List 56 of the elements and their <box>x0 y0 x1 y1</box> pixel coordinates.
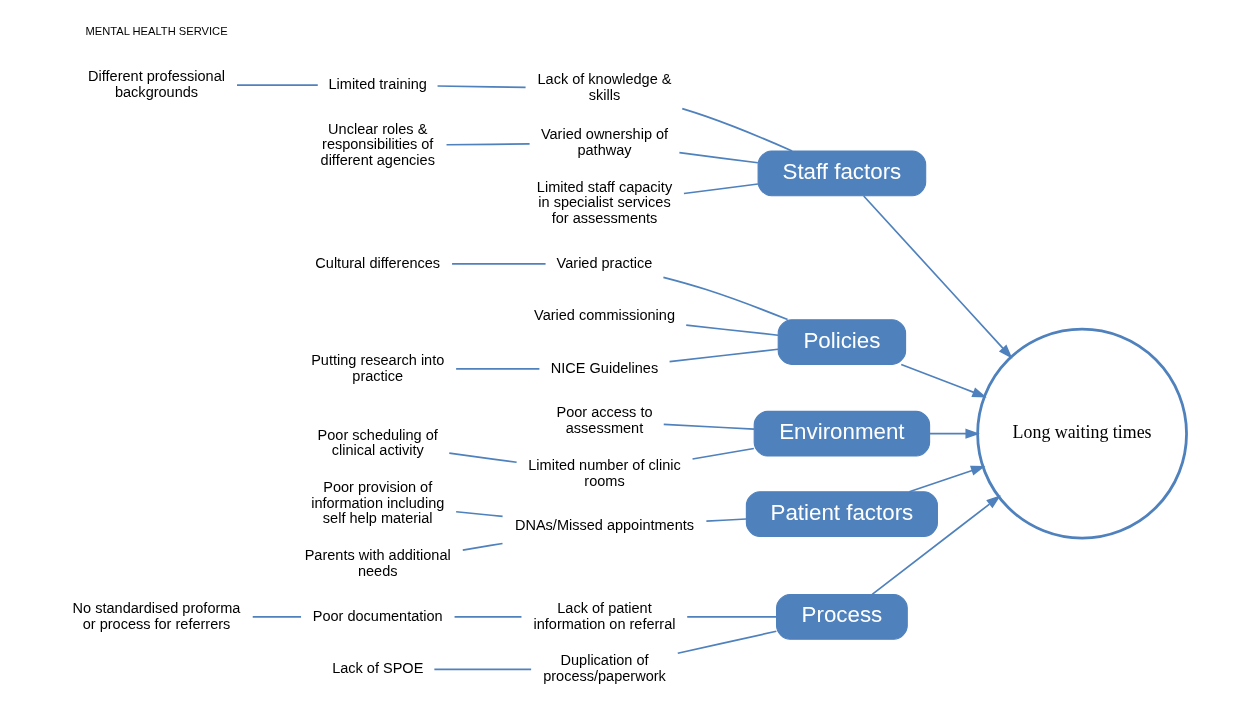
node-box: Process <box>776 593 908 640</box>
node-text: No standardised proforma or process for referrers <box>72 599 241 632</box>
node-box: Staff factors <box>757 150 927 197</box>
connector <box>455 368 541 370</box>
node-text: Lack of patient information on referral <box>533 599 676 632</box>
node-text: Putting research into practice <box>311 351 445 384</box>
connector <box>251 616 302 618</box>
connector <box>433 668 532 671</box>
node-text: DNAs/Missed appointments <box>514 517 695 534</box>
node-text: Varied ownership of pathway <box>540 126 669 158</box>
node-text: Limited staff capacity in specialist services for assessments <box>536 178 673 226</box>
node-text: NICE Guidelines <box>550 359 659 376</box>
node-text: Poor documentation <box>312 607 443 624</box>
node-text: Cultural differences <box>315 254 441 271</box>
node-text: Varied commissioning <box>534 307 675 324</box>
node-text: Lack of SPOE <box>332 660 424 677</box>
arrow <box>900 363 987 398</box>
connector <box>445 143 531 146</box>
node-text: Poor access to assessment <box>556 404 653 436</box>
connector <box>453 616 523 618</box>
node-text: Parents with additional needs <box>304 547 451 579</box>
node-text: Poor scheduling of clinical activity <box>317 426 438 459</box>
connector <box>686 616 778 618</box>
node-box: Policies <box>777 319 907 365</box>
node-text: Lack of knowledge & skills <box>537 71 672 104</box>
node-box: Environment <box>753 410 931 457</box>
connector <box>448 452 518 464</box>
node-text: Duplication of process/paperwork <box>543 652 666 684</box>
node-text: Different professional backgrounds <box>88 68 225 100</box>
connector <box>685 324 779 337</box>
connector <box>662 423 755 430</box>
connector <box>436 85 527 89</box>
arrow <box>862 195 1013 359</box>
connector <box>451 263 547 265</box>
connector <box>676 630 778 655</box>
connector <box>662 276 789 321</box>
connector <box>681 107 793 152</box>
node-text: Poor provision of information including self help material <box>311 479 445 527</box>
connector <box>691 447 755 460</box>
connector <box>236 84 319 86</box>
connector <box>461 542 504 551</box>
label: MENTAL HEALTH SERVICE <box>85 25 228 38</box>
node-text: Limited training <box>328 75 427 92</box>
node-circle: Long waiting times <box>976 327 1188 540</box>
connector <box>683 183 759 195</box>
node-text: Varied practice <box>556 254 653 271</box>
node-text: Limited number of clinic rooms <box>528 456 681 489</box>
node-box: Patient factors <box>745 491 938 537</box>
connector <box>705 518 748 522</box>
connector <box>455 510 504 518</box>
arrow <box>908 465 986 493</box>
connector <box>668 348 779 363</box>
connector <box>678 151 759 164</box>
arrow <box>928 428 980 439</box>
arrow <box>871 495 1001 596</box>
node-text: Unclear roles & responsibilities of different agencies <box>320 120 435 168</box>
